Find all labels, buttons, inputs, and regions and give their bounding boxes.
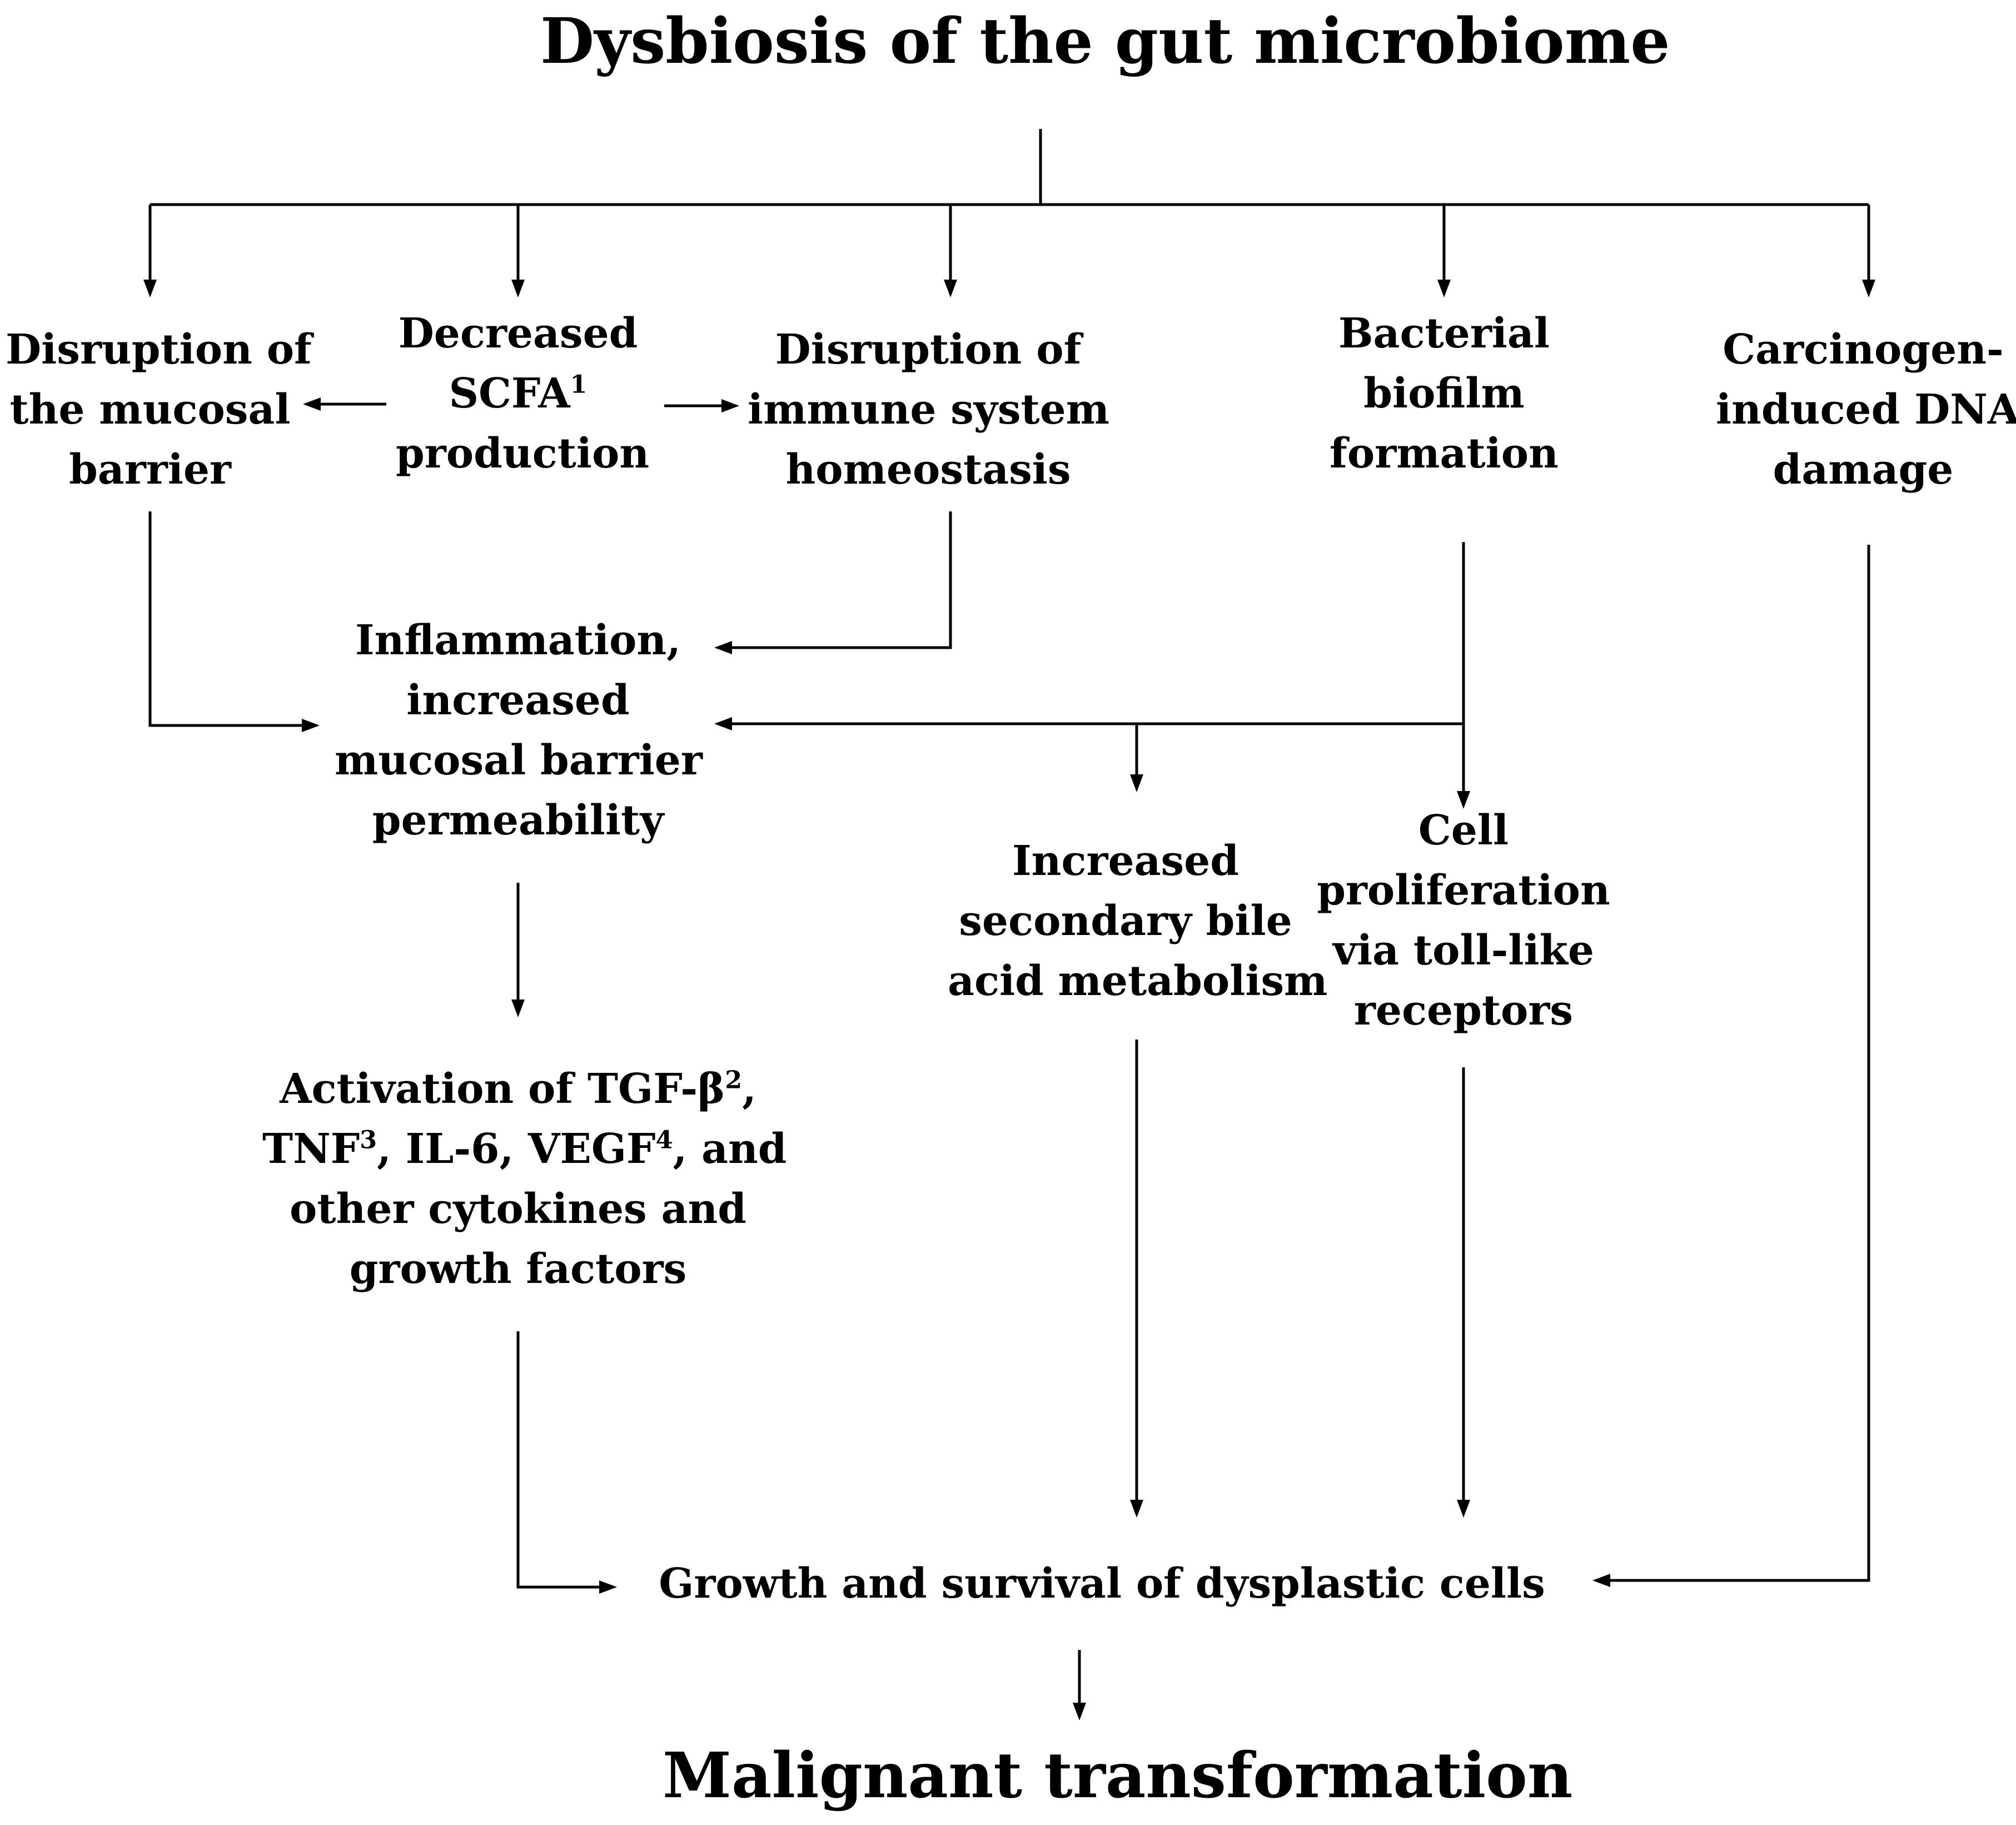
arrowhead-scfa xyxy=(511,280,525,297)
arrowhead-bile-to-growth xyxy=(1130,1500,1143,1518)
node-immune-disruption: Disruption of immune system homeostasis xyxy=(748,326,1110,494)
arrowhead-mucosal xyxy=(143,280,157,297)
edge-carcinogen-to-growth xyxy=(1609,545,1870,1582)
arrowhead-growth-to-outcome xyxy=(1073,1703,1086,1720)
node-biofilm-formation: Bacterial biofilm formation xyxy=(1330,310,1559,478)
node-cytokine-activation: Activation of TGF-β2, TNF3, IL-6, VEGF4,… xyxy=(262,1065,787,1293)
arrowhead-scfa-to-immune xyxy=(721,399,739,412)
arrowhead-biofilm-to-bile xyxy=(1130,774,1143,792)
node-carcinogen-damage: Carcinogen- induced DNA damage xyxy=(1716,326,2016,494)
arrowhead-toll-to-growth xyxy=(1457,1500,1470,1518)
node-decreased-scfa: Decreased SCFA1 production xyxy=(396,310,650,478)
node-inflammation: Inflammation, increased mucosal barrier … xyxy=(335,616,703,844)
arrowhead-mucosal-to-inflammation xyxy=(302,719,320,732)
node-dysplastic-growth: Growth and survival of dysplastic cells xyxy=(659,1560,1545,1608)
arrowhead-immune xyxy=(944,280,957,297)
edge-immune-to-inflammation xyxy=(731,511,952,649)
edge-mucosal-to-inflammation xyxy=(148,511,303,727)
edge-cytokines-to-growth xyxy=(516,1331,600,1589)
diagram-title: Dysbiosis of the gut microbiome xyxy=(540,5,1670,78)
arrowhead-carcinogen xyxy=(1862,280,1875,297)
node-mucosal-barrier: Disruption of the mucosal barrier xyxy=(6,326,312,494)
arrowhead-carcinogen-to-growth xyxy=(1592,1574,1610,1587)
arrowhead-biofilm-to-toll xyxy=(1457,791,1470,809)
arrowhead-immune-to-inflammation xyxy=(714,641,732,654)
arrowhead-inflammation-to-cytokines xyxy=(511,999,525,1017)
node-secondary-bile-acid: Increased secondary bile acid metabolism xyxy=(948,837,1328,1005)
arrowhead-biofilm-to-inflammation xyxy=(714,717,732,730)
node-toll-like-proliferation: Cell proliferation via toll-like recepto… xyxy=(1317,807,1610,1035)
arrowhead-cytokines-to-growth xyxy=(599,1580,617,1594)
arrowhead-biofilm xyxy=(1437,280,1451,297)
diagram-outcome: Malignant transformation xyxy=(663,1739,1573,1812)
arrowhead-scfa-to-mucosal xyxy=(303,397,321,411)
